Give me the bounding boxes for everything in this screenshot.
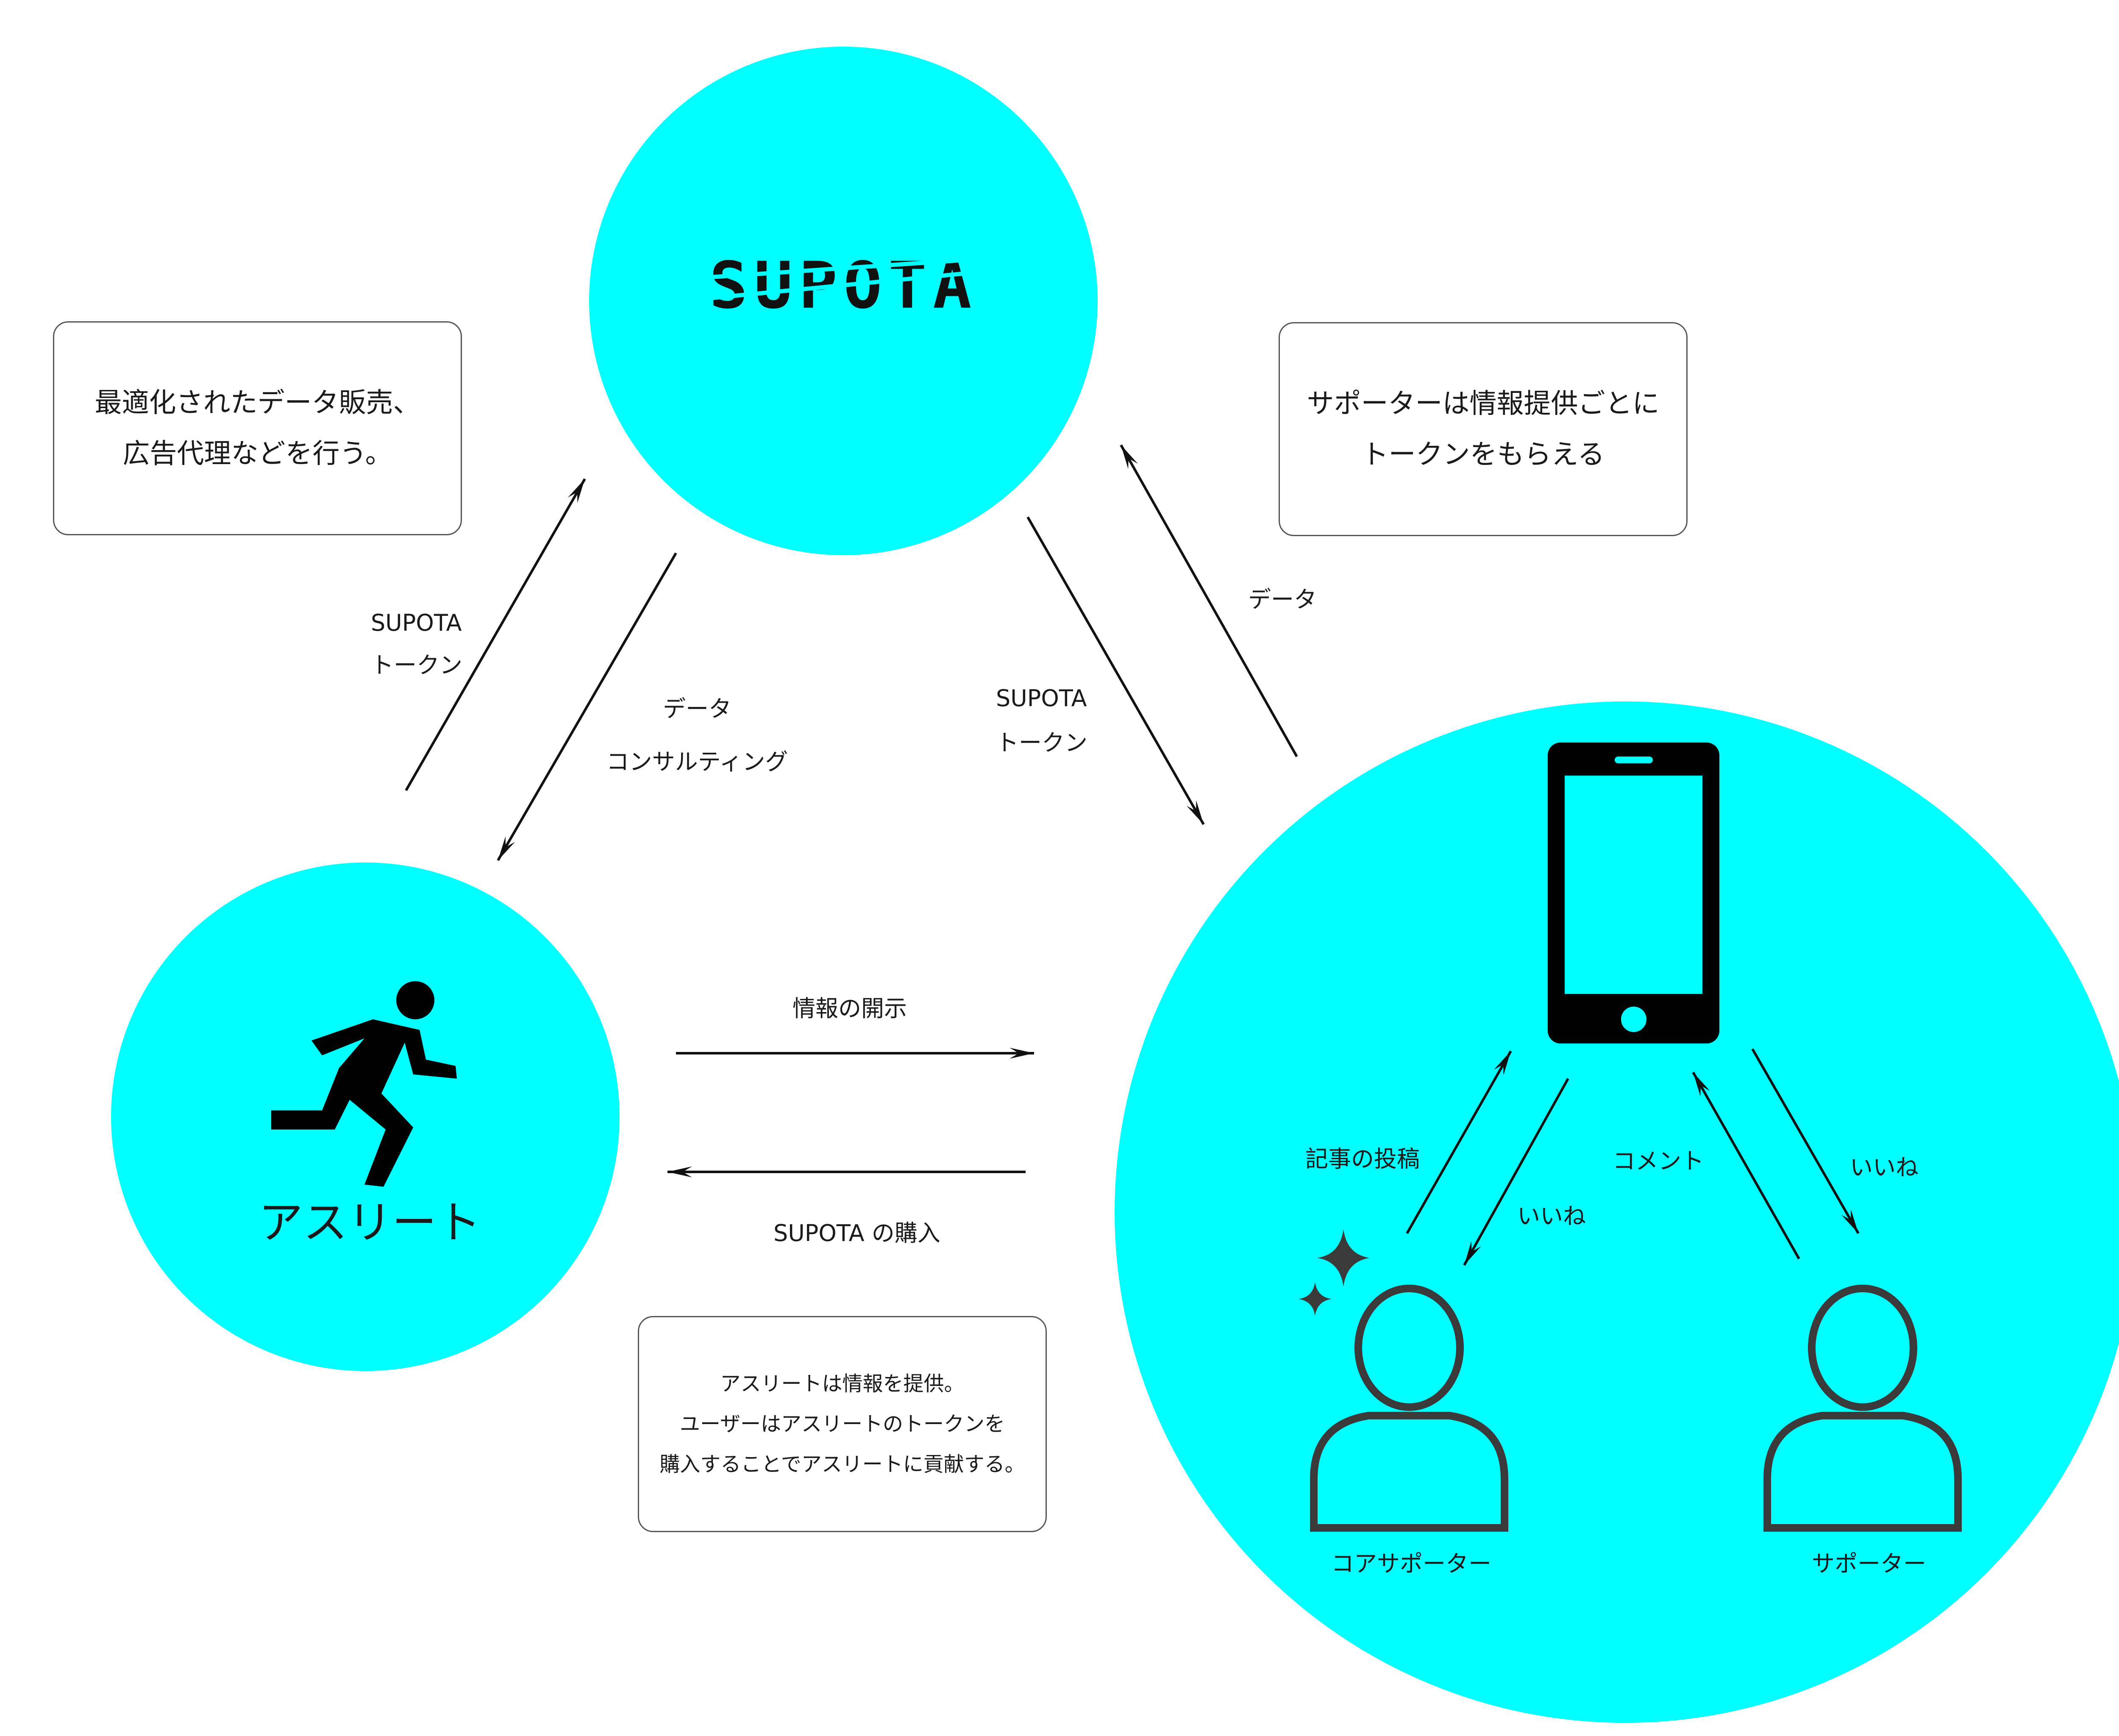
info-box-athlete-line2: ユーザーはアスリートのトークンを [679,1412,1005,1436]
label-core-to-phone: 記事の投稿 [1305,1146,1420,1172]
label-athlete-to-supota: SUPOTA トークン [371,602,462,687]
arrow-supota-to-users [1026,516,1205,825]
label-supporter-to-phone: コメント [1613,1148,1704,1174]
info-box-supota-line2: 広告代理などを行う。 [122,438,392,470]
label-supota-to-athlete-line1: データ [663,696,731,722]
supporter-label: サポーター [1812,1550,1926,1577]
info-box-supporters-line2: トークンをもらえる [1361,439,1605,470]
supota-circle [589,47,1098,555]
label-phone-to-core: いいね [1517,1203,1586,1230]
arrow-phone-to-core [1463,1078,1569,1266]
label-users-to-athlete: SUPOTA の購入 [773,1220,940,1246]
info-box-supporters-line1: サポーターは情報提供ごとに [1307,388,1660,420]
athlete-circle [111,862,620,1371]
info-box-supporters: サポーターは情報提供ごとに トークンをもらえる [1279,322,1688,536]
sparkle-icon [1299,1229,1370,1316]
core-supporter-label: コアサポーター [1331,1550,1491,1577]
athlete-label: アスリート [259,1197,481,1249]
smartphone-icon [1548,743,1719,1043]
info-box-supota-line1: 最適化されたデータ販売、 [95,387,420,419]
label-supota-to-users: SUPOTA トークン [996,676,1087,765]
label-athlete-to-users: 情報の開示 [793,995,907,1022]
label-supota-to-athlete-line2: コンサルティング [606,748,788,775]
info-box-athlete: アスリートは情報を提供。 ユーザーはアスリートのトークンを 購入することでアスリ… [638,1316,1047,1532]
arrow-phone-to-supporter [1751,1048,1860,1234]
label-athlete-to-supota-line1: SUPOTA [371,609,462,636]
label-supota-to-users-line2: トークン [996,729,1087,756]
label-users-to-supota: データ [1248,586,1317,613]
label-athlete-to-supota-line2: トークン [371,652,462,679]
arrow-core-to-phone [1406,1050,1512,1234]
label-supota-to-athlete: データ コンサルティング [591,682,803,788]
label-phone-to-supporter: いいね [1850,1154,1919,1181]
info-box-supota: 最適化されたデータ販売、 広告代理などを行う。 [53,321,462,535]
info-box-athlete-line3: 購入することでアスリートに貢献する。 [659,1452,1025,1476]
arrow-athlete-to-supota [405,478,586,791]
core-supporter-person-icon [1310,1285,1508,1532]
arrow-supota-to-athlete [497,552,677,861]
label-supota-to-users-line1: SUPOTA [996,685,1087,712]
runner-icon [271,981,457,1187]
supporter-person-icon [1763,1285,1962,1532]
info-box-athlete-line1: アスリートは情報を提供。 [720,1372,965,1396]
arrow-supporter-to-phone [1692,1071,1800,1260]
arrow-users-to-supota [1120,444,1298,757]
